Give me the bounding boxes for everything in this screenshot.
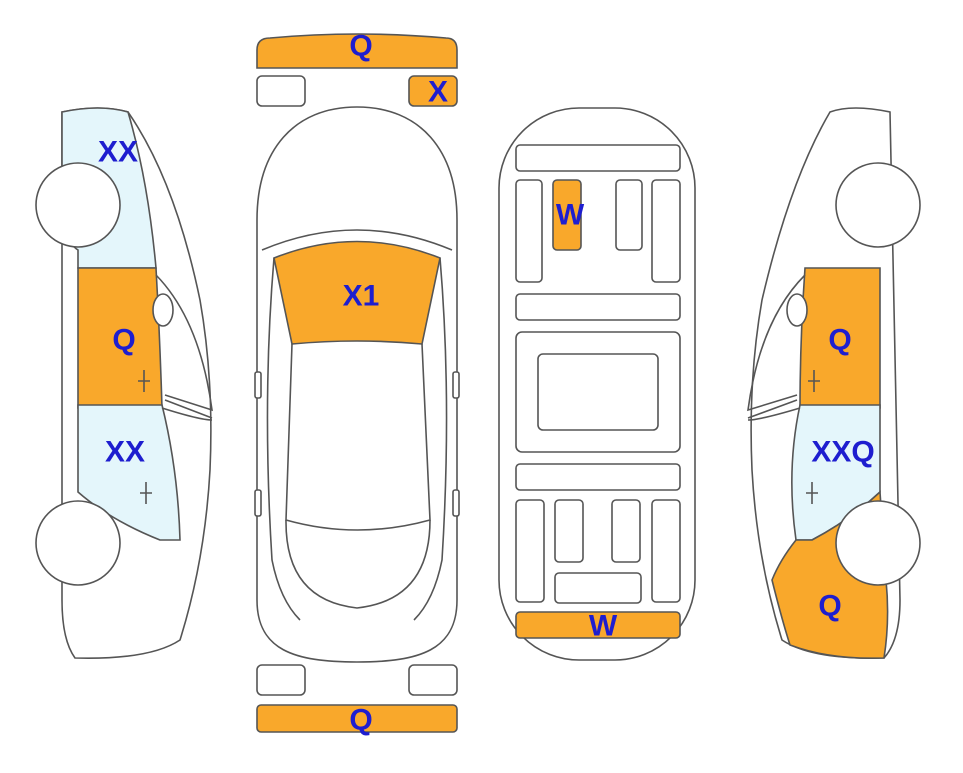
left-handle-front — [138, 370, 150, 392]
rear-sill-panel[interactable] — [515, 611, 681, 639]
left-roof-line — [161, 399, 213, 421]
left-front-door-label: Q — [112, 324, 135, 357]
top-car-body — [256, 106, 458, 663]
floor-cross-member-1 — [515, 293, 681, 321]
right-handle — [452, 489, 460, 517]
rear-left-light[interactable] — [256, 664, 306, 696]
left-front-fender-label: XX — [98, 136, 138, 169]
top-roof-outline — [285, 343, 431, 531]
left-pillar-line — [266, 257, 301, 621]
rear-bumper-label: Q — [349, 704, 372, 737]
floor-rear-right-slot — [611, 499, 641, 563]
hood-line — [261, 229, 453, 251]
right-rear-door-label: XXQ — [811, 436, 874, 469]
floor-center-panel — [537, 353, 659, 431]
front-left-light[interactable] — [256, 75, 306, 107]
windshield-label: X1 — [343, 280, 380, 313]
left-side-view: XX Q XX — [35, 107, 213, 659]
rear-sill-label: W — [589, 610, 618, 643]
left-rear-wheel — [35, 500, 121, 586]
right-window-line — [747, 274, 806, 412]
right-rear-wheel — [835, 500, 921, 586]
floor-left-rail-rear — [515, 499, 545, 603]
right-mirror-side — [786, 293, 808, 327]
left-handle — [254, 489, 262, 517]
rear-window-outline — [285, 519, 431, 609]
right-handle-front — [808, 370, 820, 392]
left-rear-door-label: XX — [105, 436, 145, 469]
floor-left-rail-front — [515, 179, 543, 283]
right-mirror — [452, 371, 460, 399]
front-bumper-panel[interactable] — [256, 33, 458, 69]
floor-rear-left-slot — [554, 499, 584, 563]
rear-right-light[interactable] — [408, 664, 458, 696]
floor-rear-bar — [554, 572, 642, 604]
top-view: Q X X1 Q — [254, 30, 460, 737]
right-handle-rear — [806, 482, 818, 504]
right-front-wheel — [835, 162, 921, 248]
rear-bumper-panel[interactable] — [256, 704, 458, 733]
floor-cross-member-2 — [515, 463, 681, 491]
left-front-wheel — [35, 162, 121, 248]
left-handle-rear — [140, 482, 152, 504]
front-bumper-label: Q — [349, 30, 372, 63]
right-side-view: Q XXQ Q — [747, 107, 921, 660]
right-pillar-line — [413, 257, 448, 621]
underside-view: W W — [498, 107, 696, 661]
floor-front-right-slot — [615, 179, 643, 251]
floor-right-rail-rear — [651, 499, 681, 603]
floor-right-rail-front — [651, 179, 681, 283]
left-mirror-side — [152, 293, 174, 327]
right-quarter-panel-label: Q — [818, 590, 841, 623]
left-window-line — [155, 274, 213, 412]
left-mirror — [254, 371, 262, 399]
front-right-light[interactable] — [408, 75, 458, 107]
floor-spare-panel[interactable] — [552, 179, 582, 251]
front-right-light-label: X — [428, 76, 448, 109]
trunk-floor-label: W — [556, 199, 585, 232]
floor-front-bar — [515, 144, 681, 172]
right-front-door-label: Q — [828, 324, 851, 357]
right-roof-line — [747, 399, 801, 421]
